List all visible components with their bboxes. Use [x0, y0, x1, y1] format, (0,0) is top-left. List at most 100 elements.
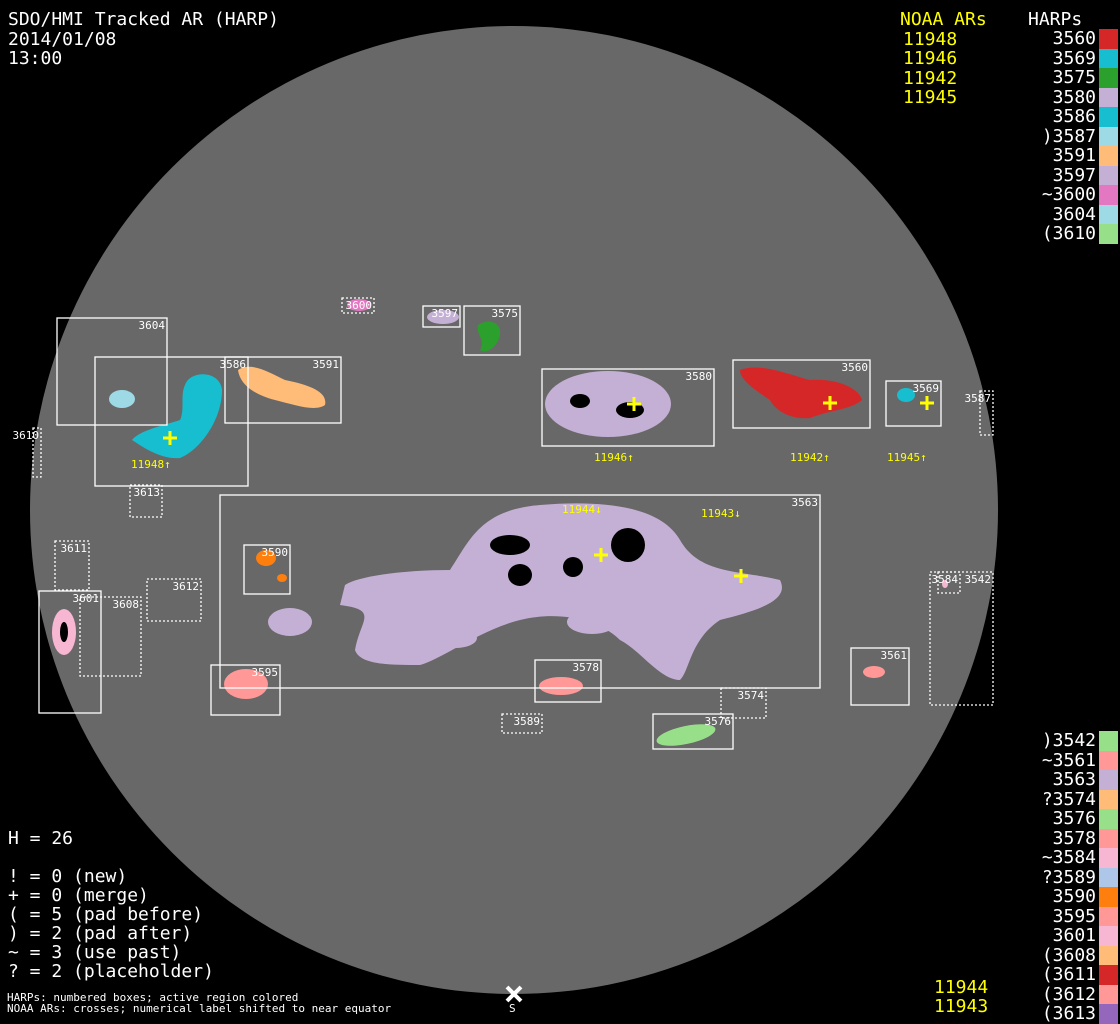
harp-legend-row: 3601 [1000, 926, 1120, 946]
harp-box-3542 [929, 571, 994, 706]
harp-box-3601 [38, 590, 102, 714]
harp-legend-label: ~3600 [1041, 184, 1096, 205]
harp-color-swatch [1099, 1004, 1118, 1024]
harp-color-swatch [1099, 965, 1118, 985]
harp-box-3591 [224, 356, 342, 424]
harp-legend-label: 3591 [1052, 145, 1096, 166]
harp-legend-row: 3604 [1000, 203, 1120, 225]
harp-boxes [32, 297, 994, 750]
harp-box-label: 3595 [252, 666, 279, 679]
harp-legend-label: (3611 [1041, 964, 1096, 985]
harp-color-swatch [1099, 126, 1118, 146]
footer-line-2: NOAA ARs: crosses; numerical label shift… [7, 1002, 392, 1015]
harp-box-label: 3612 [173, 580, 200, 593]
harp-legend-row: 3591 [1000, 146, 1120, 166]
harp-color-swatch [1099, 48, 1118, 68]
harp-box-3563 [219, 494, 821, 689]
harp-box-3611 [54, 540, 90, 591]
harp-legend-row: (3608 [1000, 945, 1120, 965]
harp-box-label: 3575 [492, 307, 519, 320]
harp-box-label: 3587 [965, 392, 992, 405]
harp-color-swatch [1099, 809, 1118, 829]
noaa-cross-icon [920, 396, 934, 410]
harp-color-swatch [1099, 731, 1118, 751]
harp-box-3610 [32, 427, 42, 478]
harp-color-swatch [1099, 789, 1118, 809]
harp-box-3604 [56, 317, 168, 426]
harp-box-label: 3604 [139, 319, 166, 332]
harp-color-swatch [1099, 887, 1118, 907]
harp-box-3600 [341, 297, 375, 314]
harp-box-label: 3590 [262, 546, 289, 559]
harp-legend-label: 3569 [1052, 47, 1096, 69]
harp-legend-row: (3610 [1000, 224, 1120, 244]
noaa-disk-label: 11946↑ [594, 451, 634, 464]
harp-color-swatch [1099, 146, 1118, 166]
region-3586 [132, 374, 222, 459]
harp-legend-label: 3601 [1052, 925, 1096, 946]
noaa-legend-title: NOAA ARs [900, 9, 987, 30]
harp-box-label: 3601 [73, 592, 100, 605]
harp-legend-label: 3595 [1052, 905, 1096, 927]
harp-box-label: 3611 [61, 542, 88, 555]
harp-color-swatch [1099, 770, 1118, 790]
harp-box-label: 3563 [792, 496, 819, 509]
noaa-disk-label: 11944↓ [562, 503, 602, 516]
harp-color-swatch [1099, 87, 1118, 107]
harp-legend-label: ?3589 [1041, 866, 1096, 888]
harp-box-3595 [210, 664, 281, 716]
harp-legend-row: )3542 [1000, 731, 1120, 751]
harp-box-3584 [937, 571, 961, 594]
harp-box-label: 3542 [965, 573, 992, 586]
harp-box-3587 [979, 390, 994, 436]
noaa-item: 11945 [903, 87, 958, 108]
harp-color-swatch [1099, 848, 1118, 868]
harp-box-3589 [501, 713, 543, 734]
harp-legend-row: 3586 [1000, 107, 1120, 127]
harp-legend-row: 3576 [1000, 809, 1120, 829]
harp-color-swatch [1099, 867, 1118, 887]
harp-legend-label: 3576 [1052, 808, 1096, 829]
harp-legend-row: 3595 [1000, 905, 1120, 927]
harp-legend-label: (3613 [1041, 1003, 1096, 1024]
noaa-cross-icon [734, 569, 748, 583]
harp-legend-label: 3590 [1052, 886, 1096, 907]
stat-merge: + = 0 (merge) [8, 885, 149, 906]
harp-color-swatch [1099, 224, 1118, 244]
harp-box-3575 [463, 305, 521, 356]
harp-color-swatch [1099, 68, 1118, 88]
harp-box-label: 3569 [913, 382, 940, 395]
harp-box-label: 3580 [686, 370, 713, 383]
harp-legend-label: ?3574 [1041, 788, 1096, 810]
harp-box-3574 [720, 687, 767, 719]
harp-color-swatch [1099, 945, 1118, 965]
harp-legend-row: ?3589 [1000, 866, 1120, 888]
harp-box-label: 3586 [220, 358, 247, 371]
harp-legend-row: 3563 [1000, 770, 1120, 790]
noaa-cross-icon [627, 397, 641, 411]
harp-legend-row: (3612 [1000, 984, 1120, 1004]
south-marker-icon [505, 985, 523, 1003]
noaa-cross-icon [163, 431, 177, 445]
footer-line-1: HARPs: numbered boxes; active region col… [7, 991, 299, 1004]
stat-use-past: ~ = 3 (use past) [8, 942, 182, 963]
harp-legend-label: ~3561 [1041, 749, 1096, 771]
harp-box-3597 [422, 305, 461, 328]
harp-box-label: 3591 [313, 358, 340, 371]
harp-legend-label: 3604 [1052, 203, 1096, 225]
harp-box-label: 3613 [134, 486, 161, 499]
harp-legend-row: (3611 [1000, 965, 1120, 985]
harp-color-swatch [1099, 926, 1118, 946]
harp-box-label: 3589 [514, 715, 541, 728]
harp-legend-label: )3587 [1041, 125, 1096, 147]
noaa-item: 11944 [934, 977, 989, 998]
noaa-disk-label: 11943↓ [701, 507, 741, 520]
harp-legend-label: (3610 [1041, 223, 1096, 244]
harp-box-3586 [94, 356, 249, 487]
harp-legend-row: 3575 [1000, 68, 1120, 88]
noaa-item: 11946 [903, 48, 958, 69]
harp-box-3576 [652, 713, 734, 750]
harp-legend-label: 3580 [1052, 86, 1096, 108]
